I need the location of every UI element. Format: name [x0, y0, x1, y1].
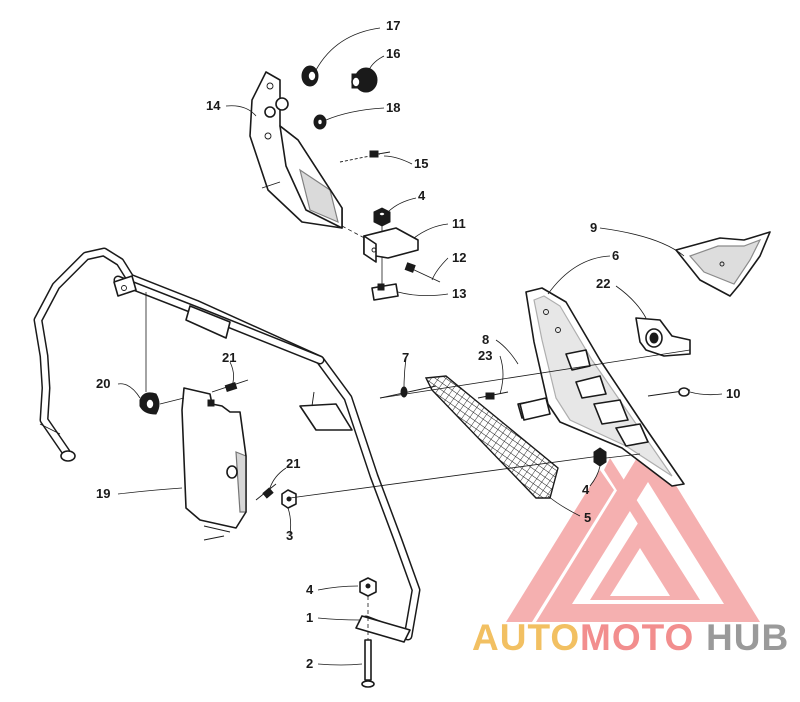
callout-23: 23 — [478, 348, 492, 363]
bushing-16 — [351, 67, 378, 93]
screw-10 — [647, 387, 691, 397]
spacer-17 — [301, 65, 319, 87]
nut-4-lower — [359, 577, 377, 597]
screw-15 — [339, 150, 391, 163]
nut-4-upper — [373, 207, 391, 227]
callout-10: 10 — [726, 386, 740, 401]
hood-bracket-6 — [517, 287, 685, 487]
callout-2: 2 — [306, 656, 313, 671]
callout-4-right: 4 — [582, 482, 590, 497]
upper-mount-bracket — [249, 71, 343, 229]
callout-17: 17 — [386, 18, 400, 33]
callout-4-lower: 4 — [306, 582, 314, 597]
bracket-8-tab — [519, 397, 551, 421]
screw-7 — [379, 385, 437, 399]
rivet-21-upper — [211, 379, 249, 393]
hinge-bracket-22 — [635, 317, 691, 357]
callout-7: 7 — [402, 350, 409, 365]
watermark-auto: AUTO — [472, 617, 580, 658]
callout-21-upper: 21 — [222, 350, 236, 365]
plate-13 — [371, 283, 399, 301]
rivet-23 — [477, 391, 509, 400]
callout-8: 8 — [482, 332, 489, 347]
corner-bracket-9 — [675, 231, 771, 297]
nut-4-right — [593, 447, 607, 467]
bumper-tube-1 — [33, 247, 421, 643]
callout-3: 3 — [286, 528, 293, 543]
automotohub-watermark-logo — [506, 440, 760, 622]
callout-11: 11 — [452, 216, 466, 231]
callout-5: 5 — [584, 510, 591, 525]
automotohub-watermark-text: AUTO MOTO HUB — [472, 617, 789, 658]
mount-plate-19 — [181, 387, 247, 541]
callout-14: 14 — [206, 98, 221, 113]
angle-bracket-11 — [363, 227, 419, 263]
bolt-12 — [404, 262, 441, 283]
callout-22: 22 — [596, 276, 610, 291]
callout-18: 18 — [386, 100, 400, 115]
rivet-21-lower — [255, 483, 277, 501]
callout-numbers: 17 16 18 14 15 4 11 12 13 9 6 22 8 23 7 … — [96, 18, 740, 671]
bolt-2 — [361, 639, 375, 688]
watermark-hub: HUB — [706, 617, 789, 658]
callout-21-lower: 21 — [286, 456, 300, 471]
washer-18 — [313, 114, 327, 130]
nut-3 — [281, 489, 297, 509]
clip-20 — [139, 392, 160, 415]
callout-1: 1 — [306, 610, 313, 625]
callout-4-upper: 4 — [418, 188, 426, 203]
callout-9: 9 — [590, 220, 597, 235]
watermark-moto: MOTO — [580, 617, 694, 658]
callout-13: 13 — [452, 286, 466, 301]
callout-19: 19 — [96, 486, 110, 501]
callout-15: 15 — [414, 156, 428, 171]
callout-6: 6 — [612, 248, 619, 263]
callout-16: 16 — [386, 46, 400, 61]
alignment-lines — [289, 349, 691, 640]
callout-12: 12 — [452, 250, 466, 265]
callout-20: 20 — [96, 376, 110, 391]
callout-leaders — [117, 27, 723, 666]
